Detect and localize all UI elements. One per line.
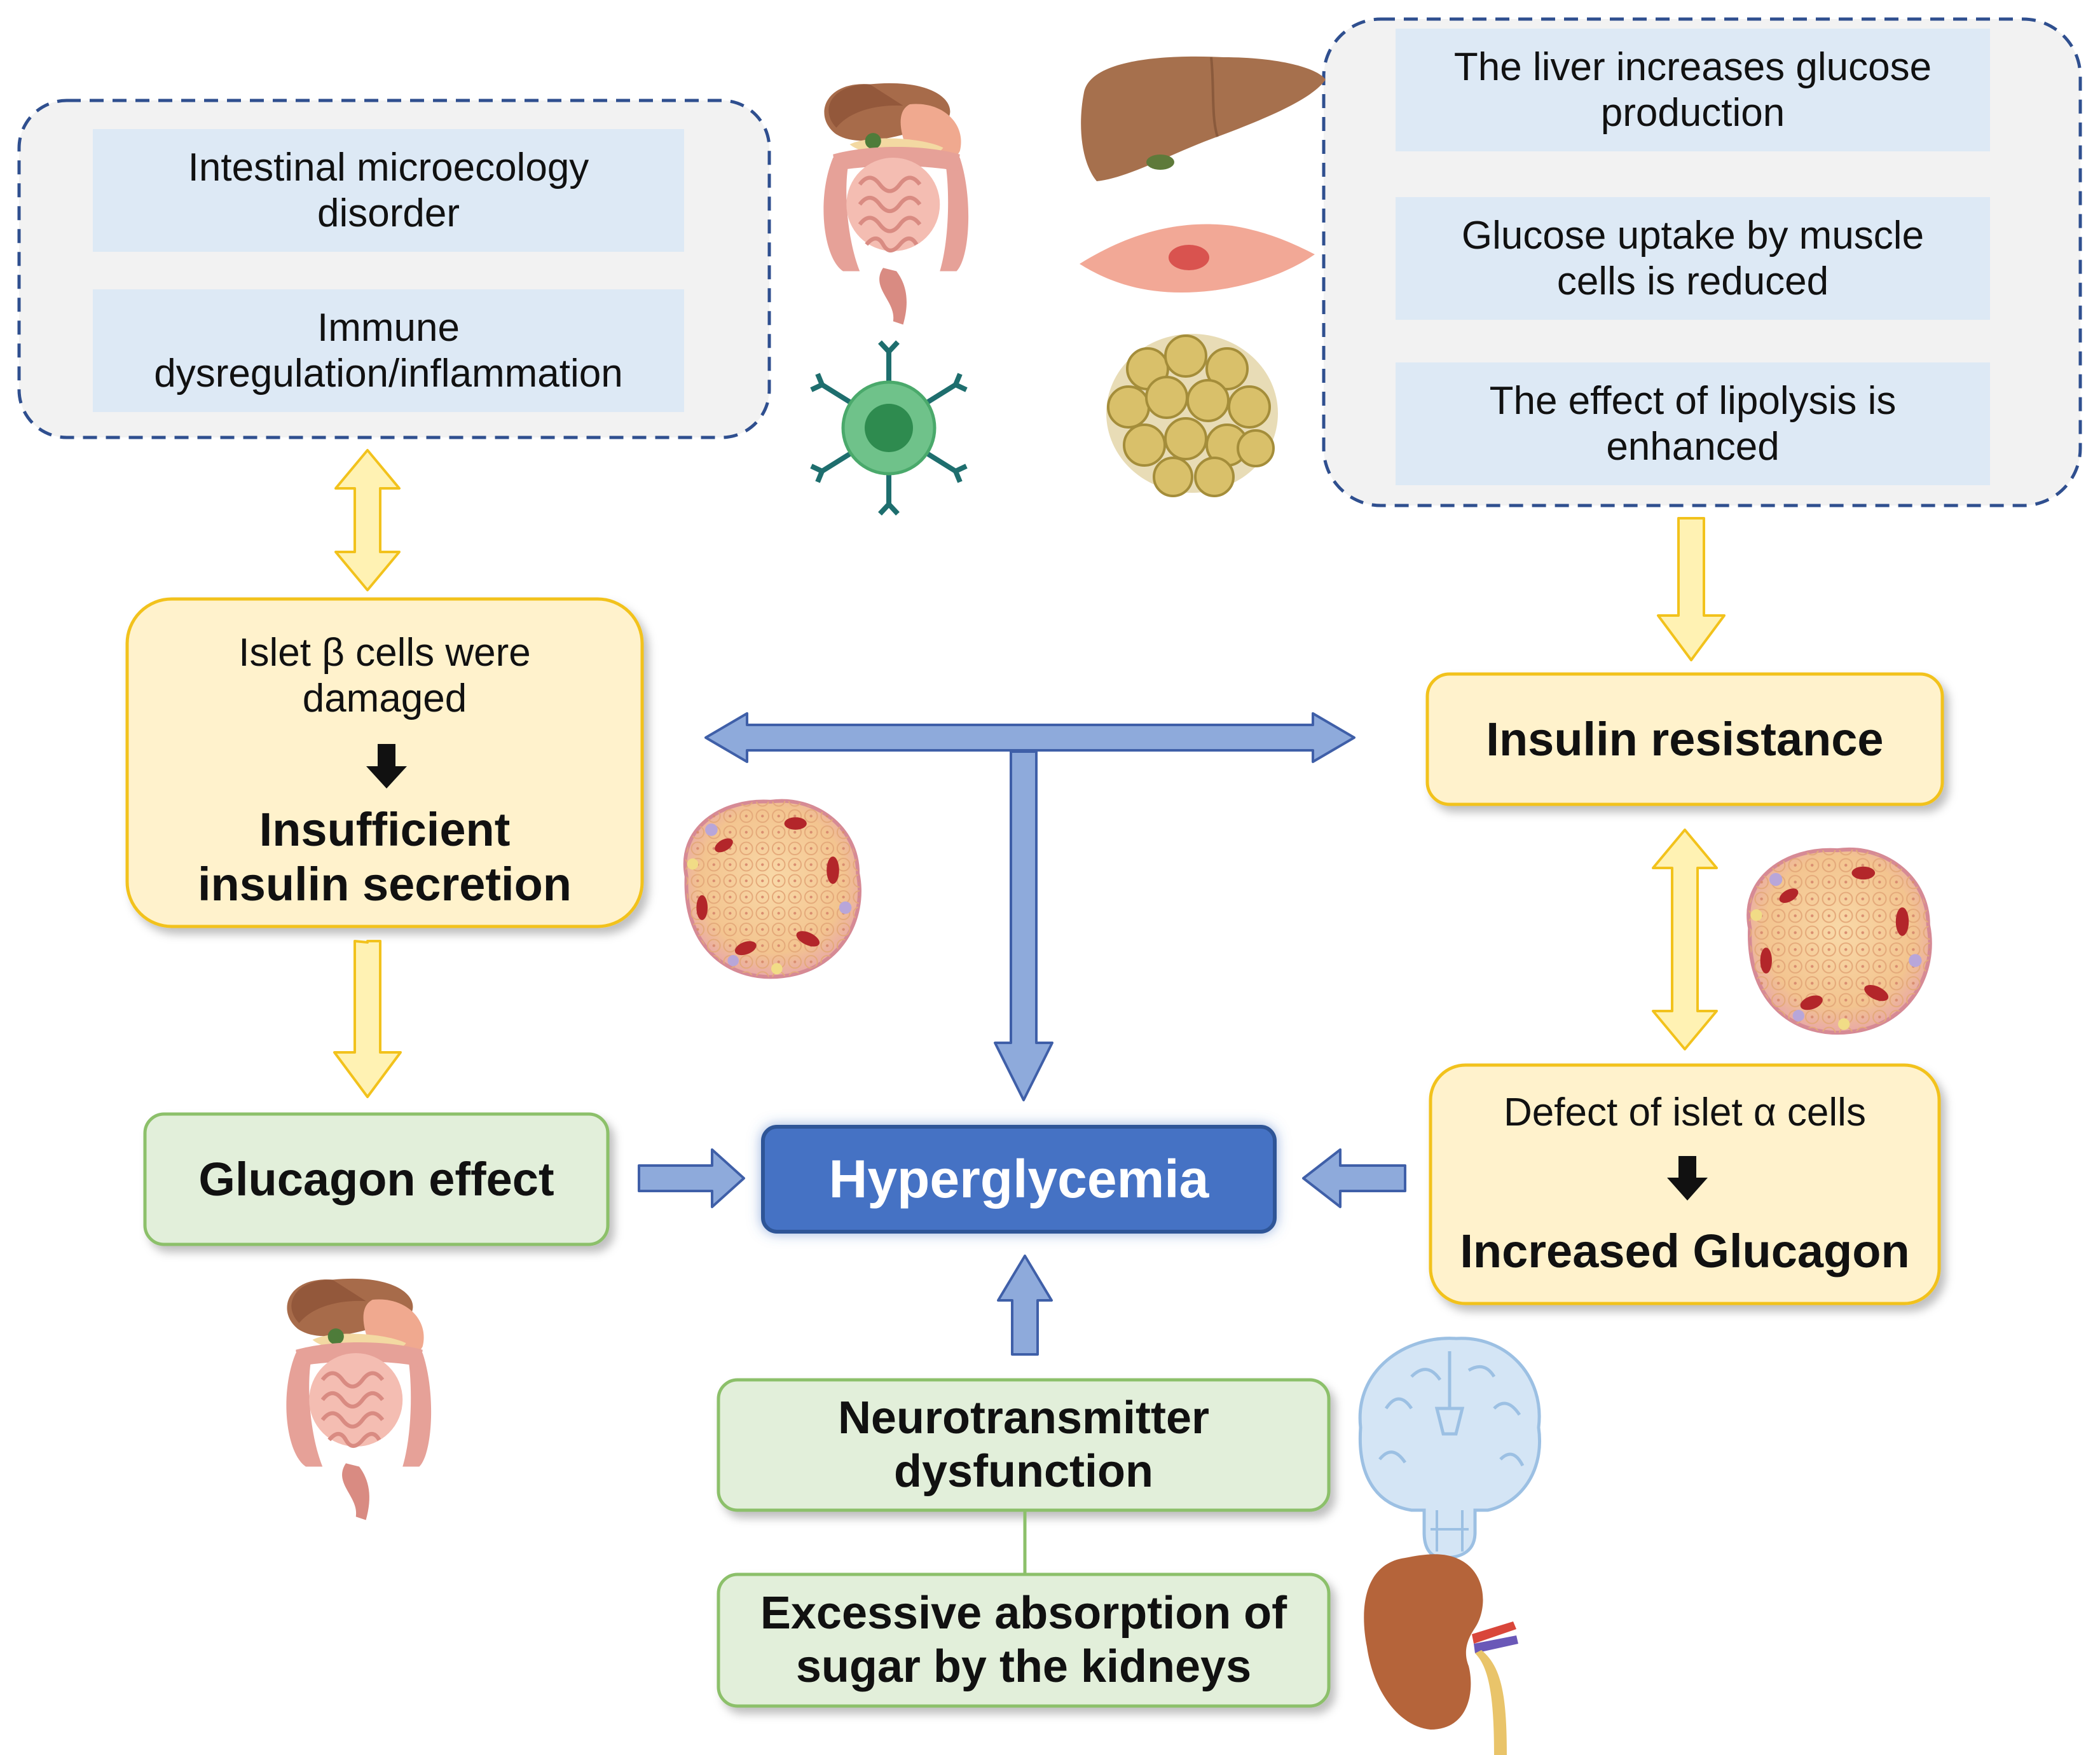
right-panel-item-lipolysis: The effect of lipolysis is enhanced [1489, 378, 1897, 469]
black-down-arrow-alpha [1667, 1156, 1708, 1201]
immune-cell-icon [810, 340, 968, 516]
pancreatic-islet-icon [685, 801, 860, 977]
pancreatic-islet-icon [1748, 850, 1930, 1033]
blue-arrow-glucagon-to-hyperglycemia [638, 1148, 745, 1208]
left-panel-item-immune: Immune dysregulation/inflammation [154, 305, 623, 396]
insulin-resistance-label: Insulin resistance [1486, 712, 1884, 766]
right-item-bg-1 [1396, 29, 1990, 151]
glucagon-effect-label: Glucagon effect [198, 1152, 554, 1206]
islet-alpha-effect: Increased Glucagon [1460, 1224, 1910, 1277]
digestive-system-icon [823, 83, 968, 325]
muscle-cell-icon [1080, 224, 1315, 292]
yellow-arrow-resistance-alpha [1652, 829, 1718, 1050]
brain-icon [1358, 1337, 1541, 1560]
left-item-bg-1 [93, 129, 684, 252]
digestive-system-icon [286, 1279, 431, 1520]
neurotransmitter-label: Neurotransmitter dysfunction [837, 1392, 1210, 1497]
yellow-arrow-islet-glucagon [333, 940, 402, 1098]
kidney-absorption-label: Excessive absorption of sugar by the kid… [760, 1587, 1287, 1692]
blue-double-arrow-horizontal [704, 712, 1355, 763]
right-panel-item-muscle: Glucose uptake by muscle cells is reduce… [1461, 213, 1925, 303]
liver-icon [1081, 56, 1326, 182]
yellow-arrow-left-panel-islet [334, 449, 401, 591]
islet-alpha-cause: Defect of islet α cells [1504, 1091, 1866, 1135]
black-down-arrow-beta [366, 744, 407, 788]
hyperglycemia-box [761, 1125, 1277, 1234]
glucagon-effect-box [143, 1112, 610, 1246]
blue-arrow-neuro-to-hyperglycemia [997, 1255, 1053, 1356]
right-item-bg-3 [1396, 362, 1990, 485]
right-panel-item-liver: The liver increases glucose production [1453, 45, 1932, 135]
islet-beta-cause: Islet β cells were damaged [238, 630, 531, 720]
blue-arrow-alpha-to-hyperglycemia [1302, 1148, 1406, 1208]
islet-beta-effect: Insufficient insulin secretion [197, 802, 572, 911]
left-item-bg-2 [93, 289, 684, 412]
right-item-bg-2 [1396, 197, 1990, 320]
left-panel-item-intestinal: Intestinal microecology disorder [188, 145, 589, 235]
blue-arrow-down-to-hyperglycemia [994, 750, 1053, 1101]
kidney-icon [1364, 1554, 1518, 1755]
hyperglycemia-label: Hyperglycemia [828, 1148, 1209, 1209]
yellow-arrow-right-panel-resistance [1657, 517, 1726, 661]
adipose-tissue-icon [1106, 334, 1278, 497]
insulin-resistance-box [1425, 672, 1944, 806]
